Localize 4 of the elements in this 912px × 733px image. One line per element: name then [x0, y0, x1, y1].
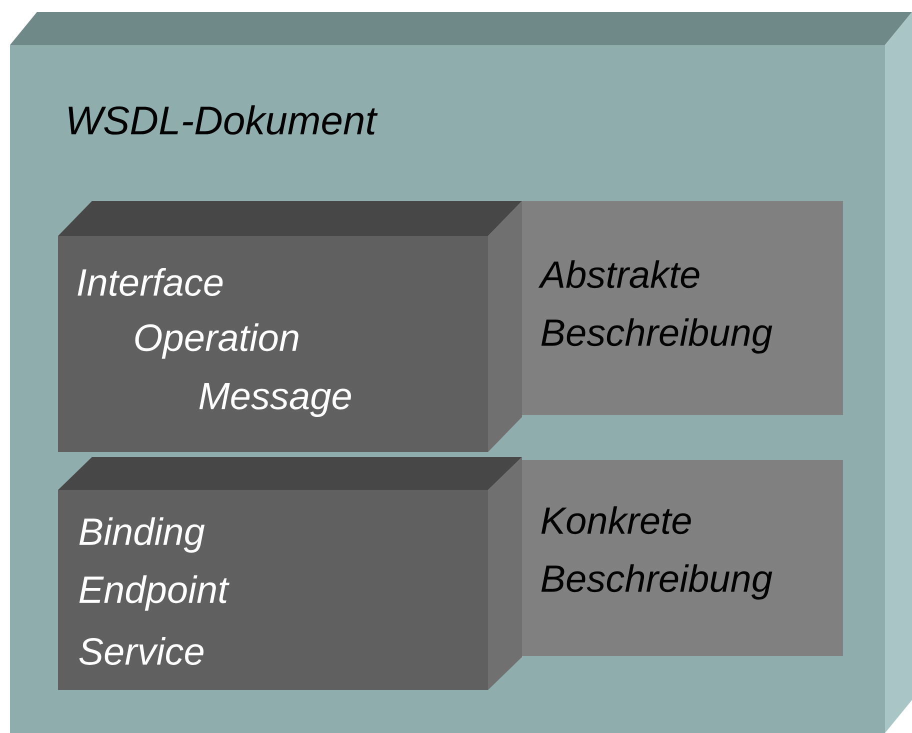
section-block: Interface Operation Message — [58, 201, 522, 452]
description-box: Konkrete Beschreibung — [522, 460, 844, 656]
description-box: Abstrakte Beschreibung — [522, 201, 844, 415]
section-block: Binding Endpoint Service — [58, 457, 522, 690]
